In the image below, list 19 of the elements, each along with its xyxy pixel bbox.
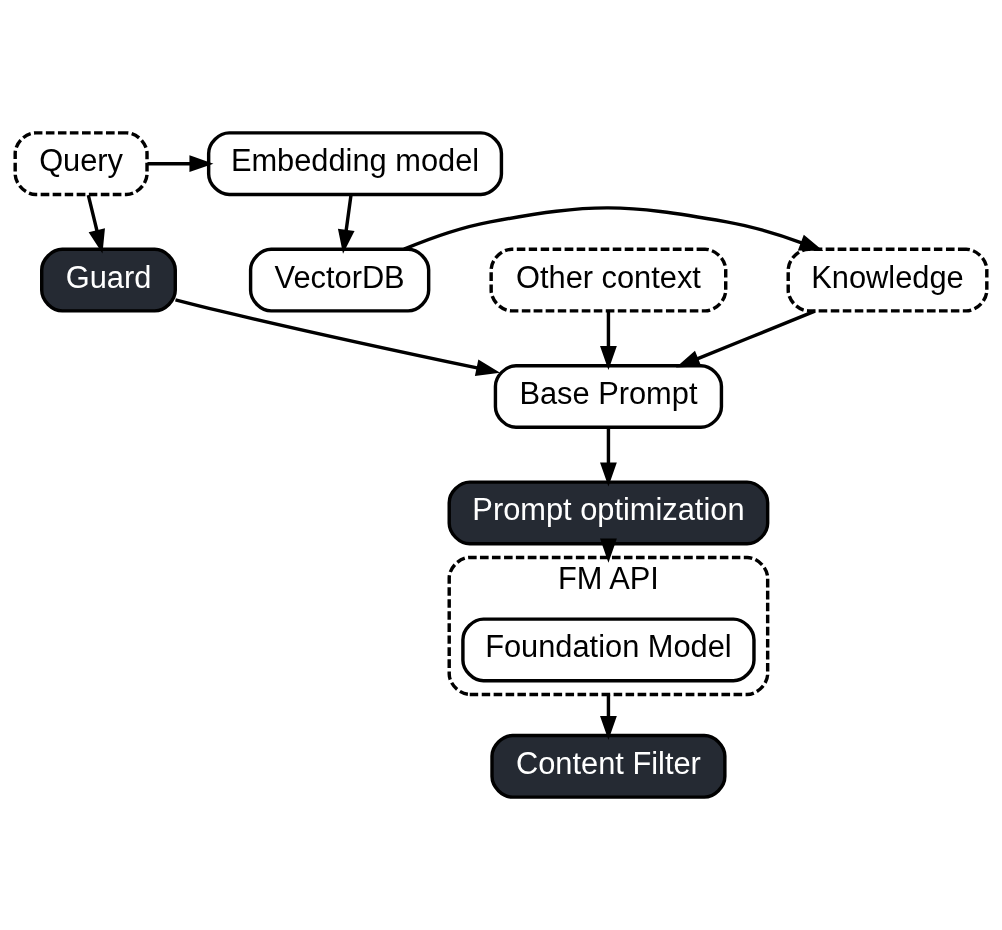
arrow [600,427,617,487]
arrow [337,194,355,254]
node-box: Other context [489,247,728,313]
arrow [675,309,816,368]
arrow [600,311,617,371]
arrow [175,298,501,377]
node-box: Content Filter [490,733,727,799]
arrow [403,206,824,251]
arrow [600,694,617,740]
node-box: Base Prompt [493,364,724,430]
arrow [86,194,105,254]
node-box: VectorDB [248,247,431,313]
node-box: Guard [40,247,177,313]
arrow [147,155,214,173]
node-box: Query [13,131,149,197]
node-box: Embedding model [206,131,504,197]
node-box: Foundation Model [461,617,756,683]
arrow [600,538,617,563]
node-box: Knowledge [786,247,989,313]
